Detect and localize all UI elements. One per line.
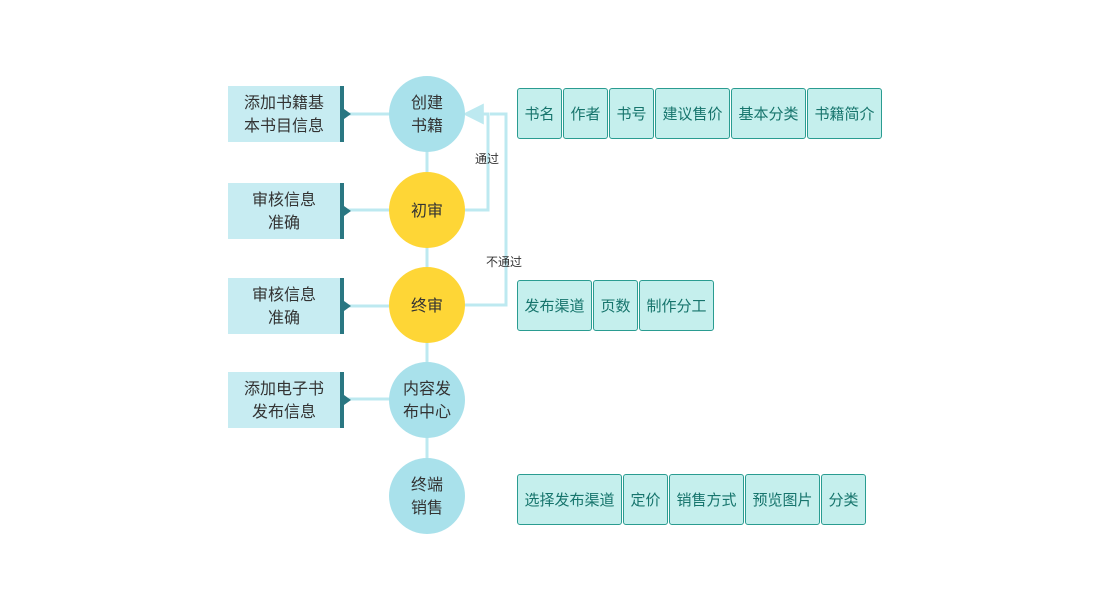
attribute-row-sales: 选择发布渠道 定价 销售方式 预览图片 分类 [517, 474, 867, 525]
note-verify-info-first: 审核信息 准确 [228, 183, 351, 239]
attribute-cell: 发布渠道 [517, 280, 592, 331]
attribute-cell: 书号 [609, 88, 654, 139]
node-create-book: 创建 书籍 [389, 76, 465, 152]
node-label: 内容发 [402, 379, 451, 398]
note-add-ebook-info: 添加电子书 发布信息 [228, 372, 351, 428]
node-label: 书籍 [410, 116, 443, 135]
note-line: 准确 [267, 213, 300, 232]
attribute-cell: 预览图片 [745, 474, 820, 525]
attribute-cell: 作者 [563, 88, 608, 139]
node-label: 终端 [410, 475, 443, 494]
node-content-publish-center: 内容发 布中心 [389, 362, 465, 438]
note-verify-info-final: 审核信息 准确 [228, 278, 351, 334]
node-first-review: 初审 [389, 172, 465, 248]
node-terminal-sales: 终端 销售 [389, 458, 465, 534]
attribute-cell: 选择发布渠道 [517, 474, 622, 525]
note-line: 发布信息 [251, 402, 316, 421]
node-label: 布中心 [402, 402, 451, 421]
node-label: 终审 [410, 295, 443, 315]
node-label: 创建 [410, 93, 443, 112]
attribute-cell: 制作分工 [639, 280, 714, 331]
attribute-row-production: 发布渠道 页数 制作分工 [517, 280, 715, 331]
edge-label-fail: 不通过 [486, 255, 523, 269]
attribute-cell: 定价 [623, 474, 668, 525]
note-line: 添加书籍基 [243, 93, 324, 112]
attribute-cell: 书名 [517, 88, 562, 139]
note-line: 添加电子书 [243, 379, 324, 398]
note-line: 审核信息 [251, 190, 316, 209]
attribute-cell: 建议售价 [655, 88, 730, 139]
edge-label-pass: 通过 [475, 152, 500, 166]
node-label: 销售 [410, 498, 443, 517]
pass-loop-arrow [462, 103, 490, 212]
attribute-cell: 基本分类 [731, 88, 806, 139]
note-line: 本书目信息 [243, 116, 324, 135]
note-line: 审核信息 [251, 285, 316, 304]
attribute-row-book-info: 书名 作者 书号 建议售价 基本分类 书籍简介 [517, 88, 883, 139]
fail-loop-arrow [465, 112, 508, 307]
attribute-cell: 销售方式 [669, 474, 744, 525]
node-label: 初审 [410, 200, 443, 220]
attribute-cell: 书籍简介 [807, 88, 882, 139]
note-line: 准确 [267, 308, 300, 327]
attribute-cell: 分类 [821, 474, 866, 525]
note-add-book-info: 添加书籍基 本书目信息 [228, 86, 351, 142]
attribute-cell: 页数 [593, 280, 638, 331]
node-final-review: 终审 [389, 267, 465, 343]
